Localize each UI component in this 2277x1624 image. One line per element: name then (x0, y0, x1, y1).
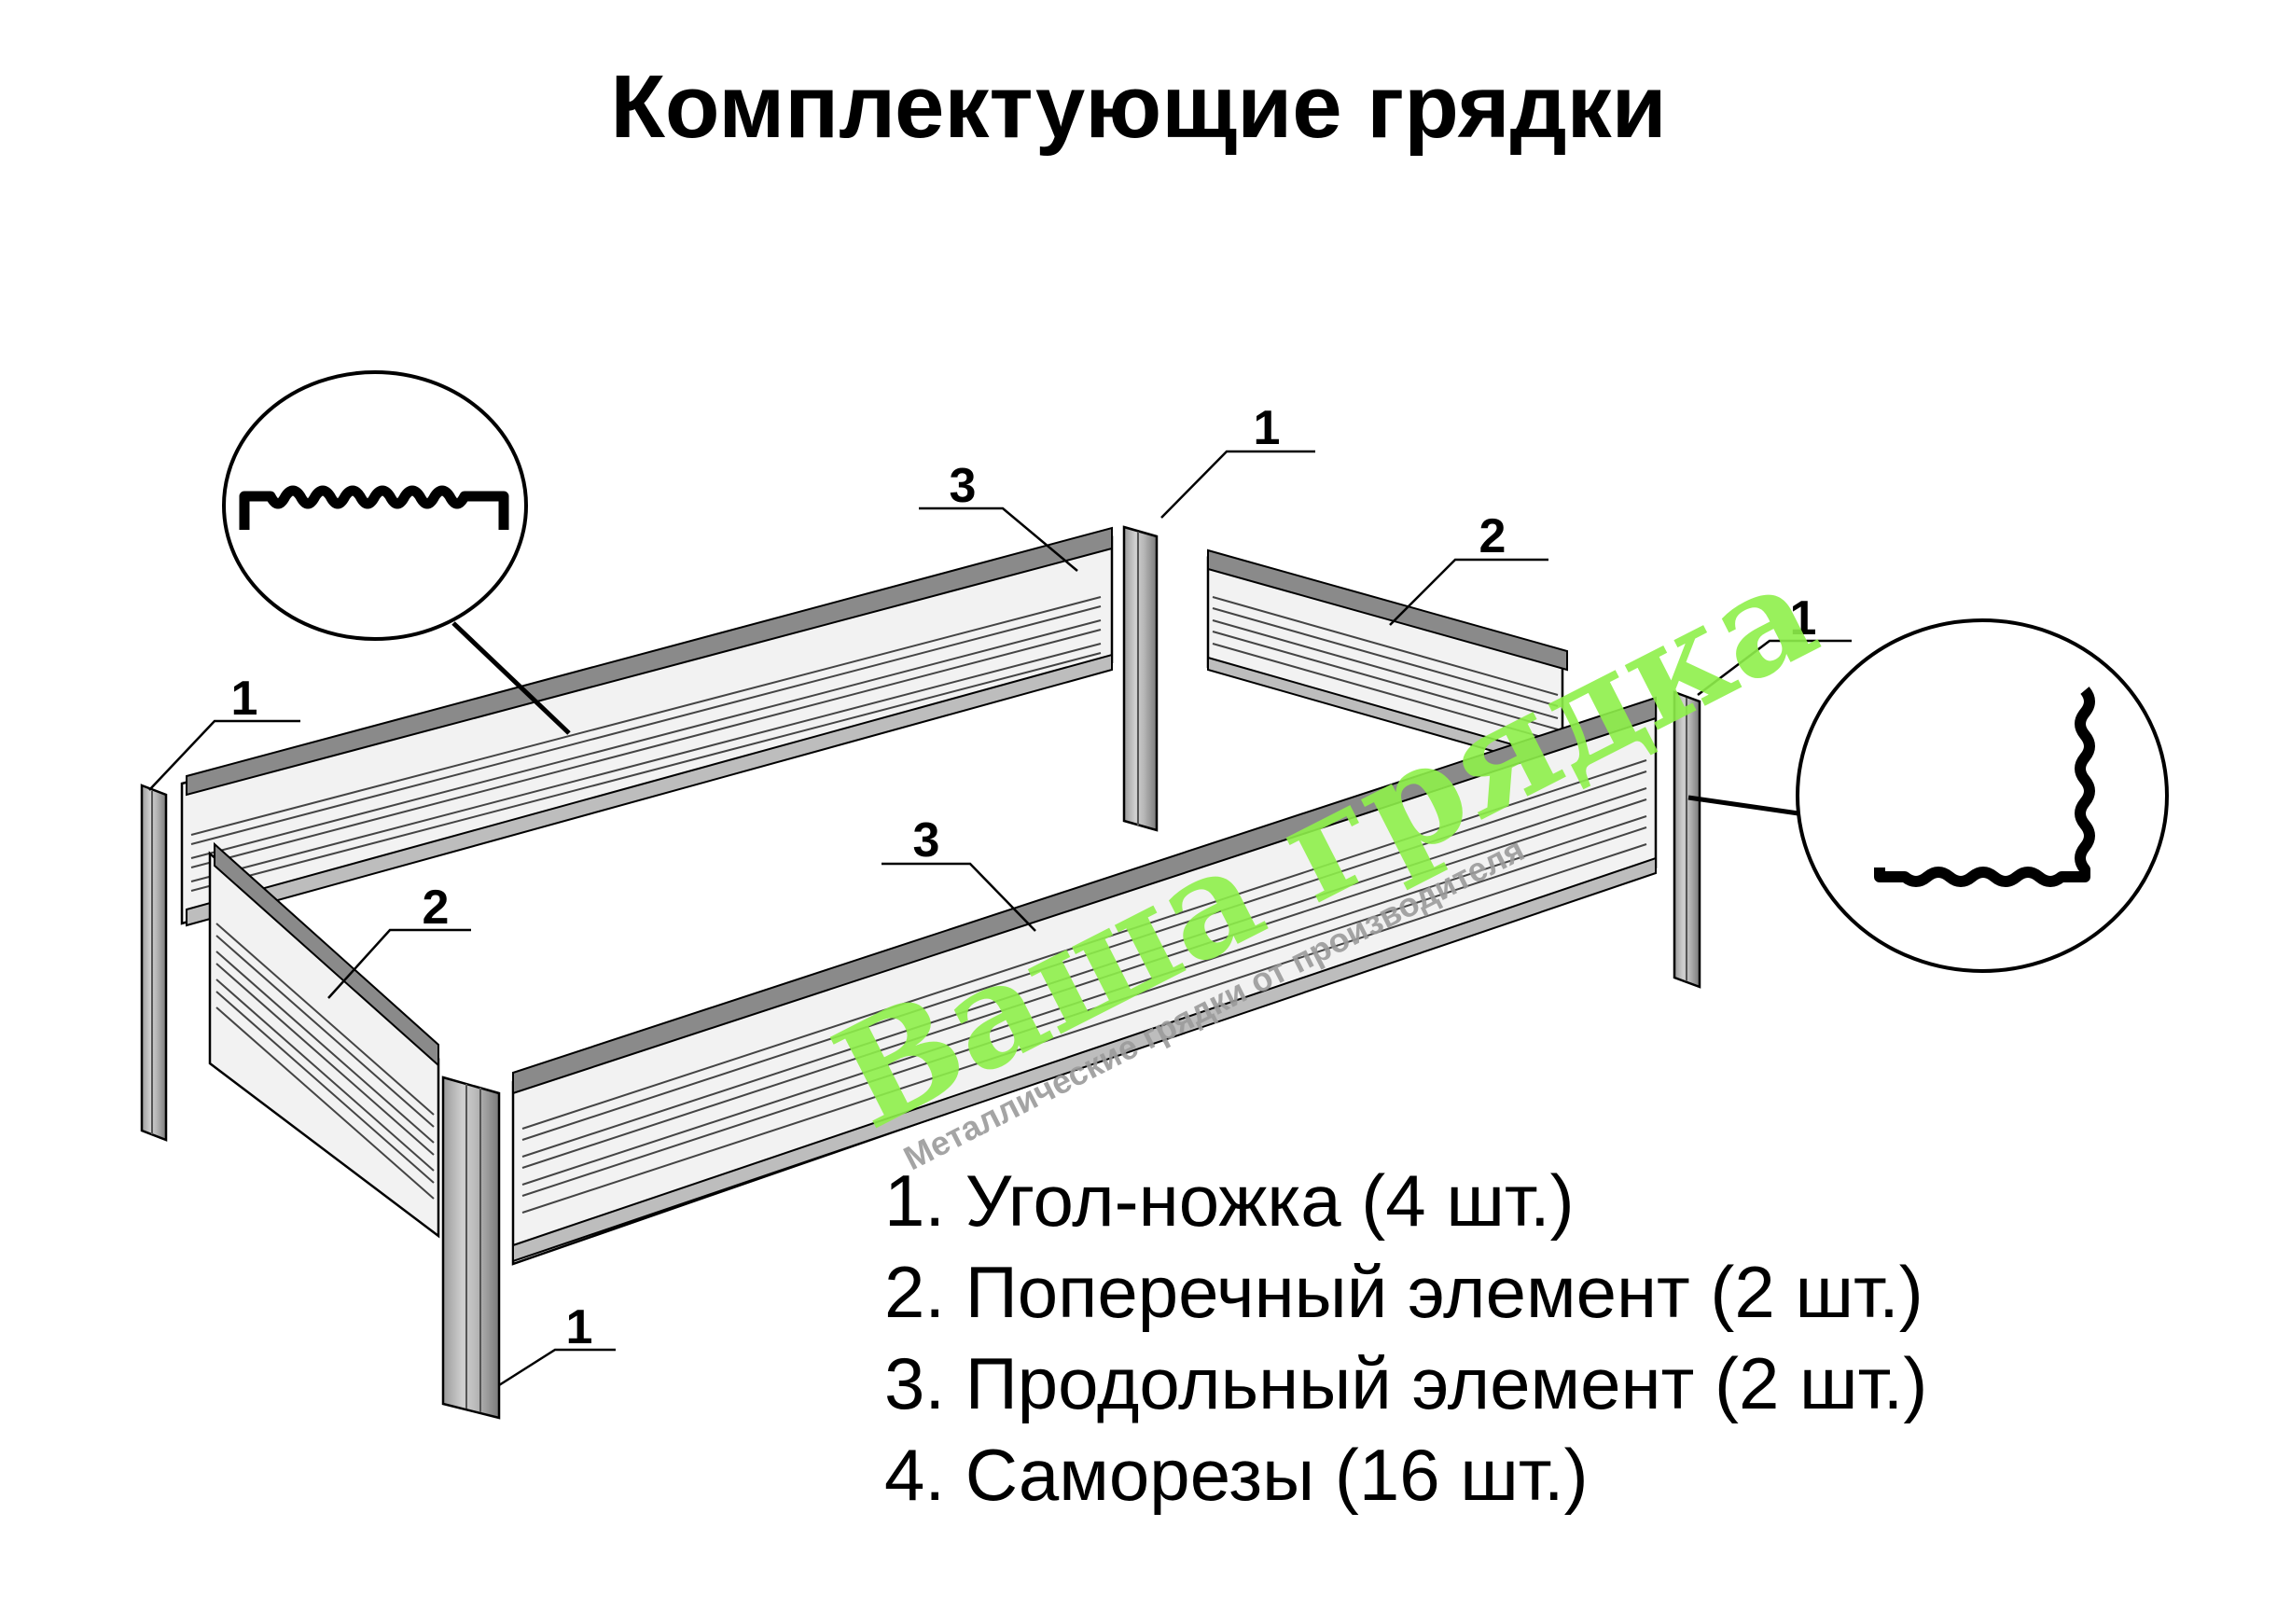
legend-item-screws: 4. Саморезы (16 шт.) (884, 1434, 1589, 1516)
parts-legend: 1. Угол-ножка (4 шт.) 2. Поперечный элем… (884, 1155, 1927, 1520)
page-title: Комплектующие грядки (610, 57, 1667, 157)
callout-back-right-post: 1 (1790, 591, 1817, 645)
leader-lines (148, 450, 1852, 1387)
corner-post-front (441, 1076, 501, 1420)
callout-back-left-post: 1 (231, 672, 258, 726)
short-panel-right (1206, 548, 1568, 771)
long-panel-front (511, 696, 1658, 1266)
short-panel-left (208, 841, 440, 1239)
callout-back-center-post: 1 (1254, 401, 1281, 455)
corner-post-back-right (1673, 690, 1701, 989)
legend-item-cross-panel: 2. Поперечный элемент (2 шт.) (884, 1251, 1923, 1333)
corner-post-back-center (1122, 525, 1159, 832)
corner-profile-detail (1687, 618, 2169, 973)
panel-profile-detail (222, 370, 571, 735)
legend-item-corner-post: 1. Угол-ножка (4 шт.) (884, 1159, 1575, 1242)
long-panel-back (180, 526, 1114, 927)
corner-post-back-left (140, 784, 168, 1142)
callout-short-right-panel: 2 (1479, 509, 1506, 563)
callout-short-left-panel: 2 (423, 881, 450, 935)
callout-front-post: 1 (566, 1300, 593, 1354)
callout-long-back-panel: 3 (950, 459, 977, 513)
callout-long-front-panel: 3 (913, 813, 940, 868)
legend-item-long-panel: 3. Продольный элемент (2 шт.) (884, 1342, 1928, 1424)
